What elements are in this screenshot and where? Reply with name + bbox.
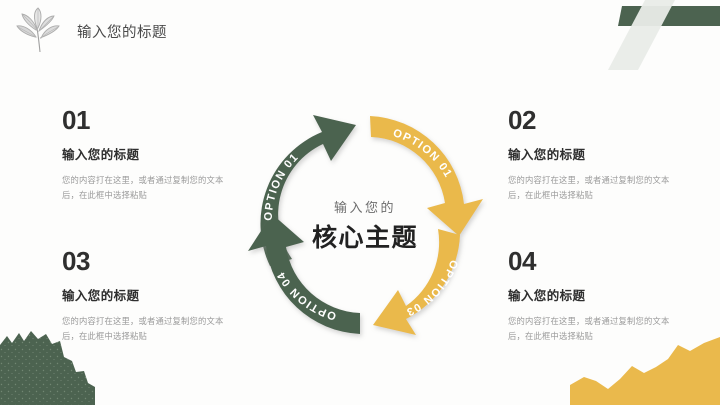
- block-heading: 输入您的标题: [508, 148, 586, 162]
- content-block-03: 03 输入您的标题 您的内容打在这里，或者通过复制您的文本后，在此框中选择粘贴: [62, 248, 262, 345]
- arrow-top-left[interactable]: [260, 115, 356, 266]
- green-mountain-shape: [0, 331, 95, 405]
- block-heading: 输入您的标题: [62, 289, 140, 303]
- arrow-bottom-right[interactable]: [373, 229, 460, 335]
- circular-process-diagram: OPTION 01 OPTION 01 OPTION 03 OPTION 04: [248, 115, 483, 335]
- block-number: 03: [62, 246, 90, 276]
- block-number: 04: [508, 246, 536, 276]
- content-block-01: 01 输入您的标题 您的内容打在这里，或者通过复制您的文本后，在此框中选择粘贴: [62, 107, 262, 204]
- arrow-bottom-left[interactable]: [248, 214, 360, 334]
- slide-header: 输入您的标题: [0, 0, 720, 62]
- content-block-02: 02 输入您的标题 您的内容打在这里，或者通过复制您的文本后，在此框中选择粘贴: [508, 107, 708, 204]
- arrow-top-right[interactable]: [370, 116, 483, 236]
- yellow-mountain-shape: [570, 337, 720, 405]
- block-body: 您的内容打在这里，或者通过复制您的文本后，在此框中选择粘贴: [62, 316, 224, 342]
- block-body: 您的内容打在这里，或者通过复制您的文本后，在此框中选择粘贴: [62, 175, 224, 201]
- content-block-04: 04 输入您的标题 您的内容打在这里，或者通过复制您的文本后，在此框中选择粘贴: [508, 248, 708, 345]
- leaf-sketch-icon: [16, 7, 60, 53]
- green-band-stripe-shape: [608, 0, 720, 70]
- page-title: 输入您的标题: [77, 24, 167, 41]
- block-heading: 输入您的标题: [508, 289, 586, 303]
- block-heading: 输入您的标题: [62, 148, 140, 162]
- block-number: 02: [508, 105, 536, 135]
- block-number: 01: [62, 105, 90, 135]
- block-body: 您的内容打在这里，或者通过复制您的文本后，在此框中选择粘贴: [508, 175, 670, 201]
- arrow-label-bottom-right: OPTION 03: [403, 258, 459, 318]
- block-body: 您的内容打在这里，或者通过复制您的文本后，在此框中选择粘贴: [508, 316, 670, 342]
